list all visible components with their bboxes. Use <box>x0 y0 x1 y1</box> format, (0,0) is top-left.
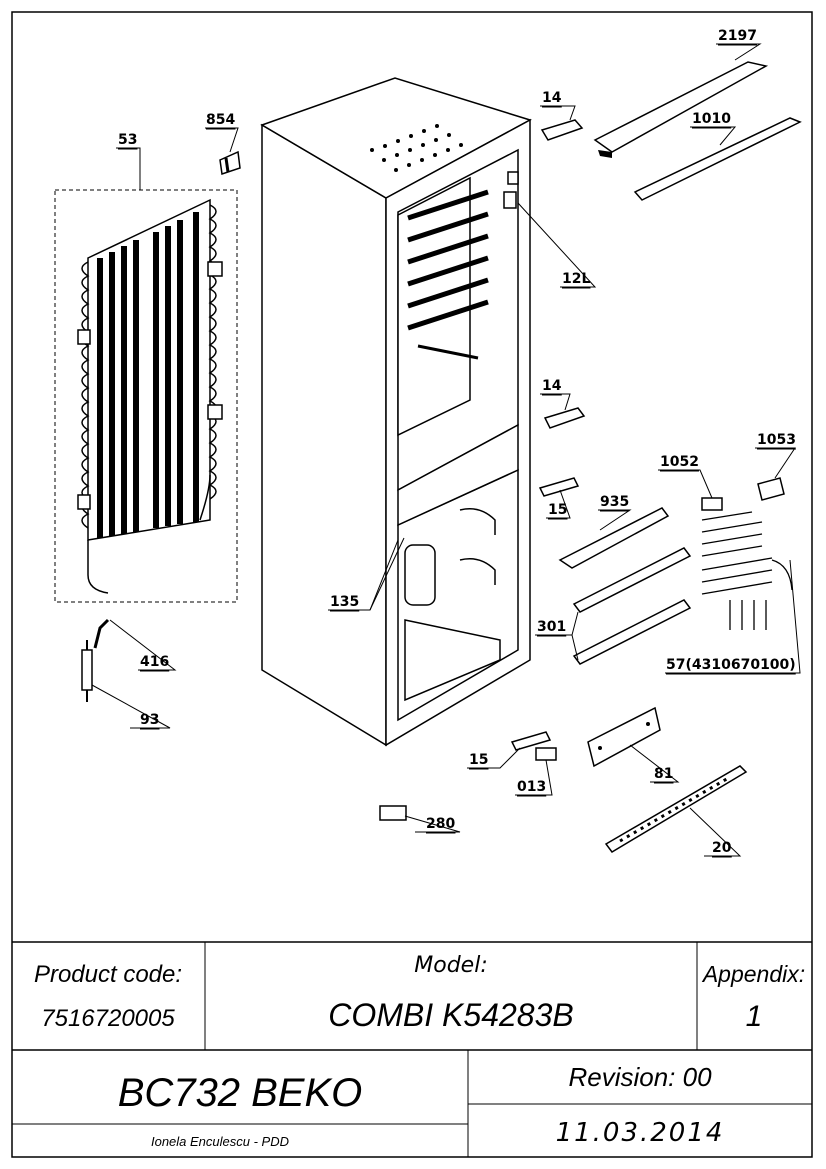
label-1052: 1052 <box>660 454 699 470</box>
revision: Revision: 00 <box>568 1062 712 1092</box>
part-1010-top-rail <box>633 117 802 201</box>
product-code-label: Product code: <box>34 961 182 988</box>
appendix-label: Appendix: <box>701 961 805 987</box>
condenser-tubes <box>97 212 199 538</box>
model-value: COMBI K54283B <box>328 997 573 1033</box>
model-label: Model: <box>414 953 487 978</box>
label-013: 013 <box>517 779 546 795</box>
label-1053: 1053 <box>757 432 796 448</box>
date: 11.03.2014 <box>556 1118 725 1148</box>
part-81-plate <box>587 706 661 768</box>
label-935: 935 <box>600 494 629 510</box>
label-53: 53 <box>118 132 137 148</box>
label-280: 280 <box>426 816 455 832</box>
part-301-profiles <box>572 547 692 665</box>
author: Ionela Enculescu - PDD <box>151 1134 289 1149</box>
condenser-brackets <box>77 261 223 510</box>
part-labels: 2197 14 1010 854 53 12L 14 1053 1052 935… <box>118 28 796 858</box>
condenser-outline <box>87 198 211 541</box>
part-57-accessory-set <box>701 511 793 630</box>
fridge-cabinet <box>260 77 532 747</box>
product-code-value: 7516720005 <box>41 1005 175 1032</box>
part-1052-hinge <box>701 497 723 511</box>
label-14-middle: 14 <box>542 378 562 394</box>
part-416-tube <box>93 618 110 649</box>
part-15-bracket-upper <box>538 477 580 497</box>
label-1010: 1010 <box>692 111 731 127</box>
part-854-plug <box>219 150 241 175</box>
leader-lines <box>91 43 801 857</box>
label-93: 93 <box>140 712 159 728</box>
cabinet-mullion <box>397 423 519 527</box>
cabinet-left-side <box>261 123 387 747</box>
condenser-coil-bends <box>81 204 217 594</box>
freezer-interior-details <box>404 508 501 702</box>
label-20: 20 <box>712 840 732 856</box>
part-1053-hinge <box>757 477 785 501</box>
label-135: 135 <box>330 594 359 610</box>
label-15-lower: 15 <box>469 752 488 768</box>
condenser-assembly <box>54 189 238 603</box>
title-block: Product code: 7516720005 Model: COMBI K5… <box>12 941 812 1157</box>
part-14-hinge-middle <box>543 407 586 429</box>
part-93-filter-drier <box>81 640 93 702</box>
part-20-rack-rail <box>604 765 748 853</box>
part-935-door-bar <box>558 507 670 569</box>
label-854: 854 <box>206 112 235 128</box>
label-57: 57(4310670100) <box>666 657 796 673</box>
cabinet-top-holes <box>370 124 463 172</box>
label-12L: 12L <box>562 271 590 287</box>
part-12L-thermostat-box <box>503 171 519 209</box>
label-2197: 2197 <box>718 28 757 44</box>
label-15-upper: 15 <box>548 502 567 518</box>
label-416: 416 <box>140 654 169 670</box>
part-15-bracket-lower <box>510 731 552 751</box>
label-301: 301 <box>537 619 566 635</box>
appendix-value: 1 <box>746 1000 763 1033</box>
brand-model: BC732 BEKO <box>118 1071 363 1115</box>
drawing-frame <box>11 11 813 1158</box>
part-2197-hinge-cover <box>593 61 769 158</box>
part-280-hinge <box>379 805 407 821</box>
label-14-top: 14 <box>542 90 562 106</box>
part-14-hinge-top <box>540 119 584 141</box>
fridge-shelf-rails <box>407 189 489 360</box>
part-013-hinge <box>535 747 557 761</box>
label-81: 81 <box>654 766 673 782</box>
condenser-dashed-boundary <box>54 189 238 603</box>
